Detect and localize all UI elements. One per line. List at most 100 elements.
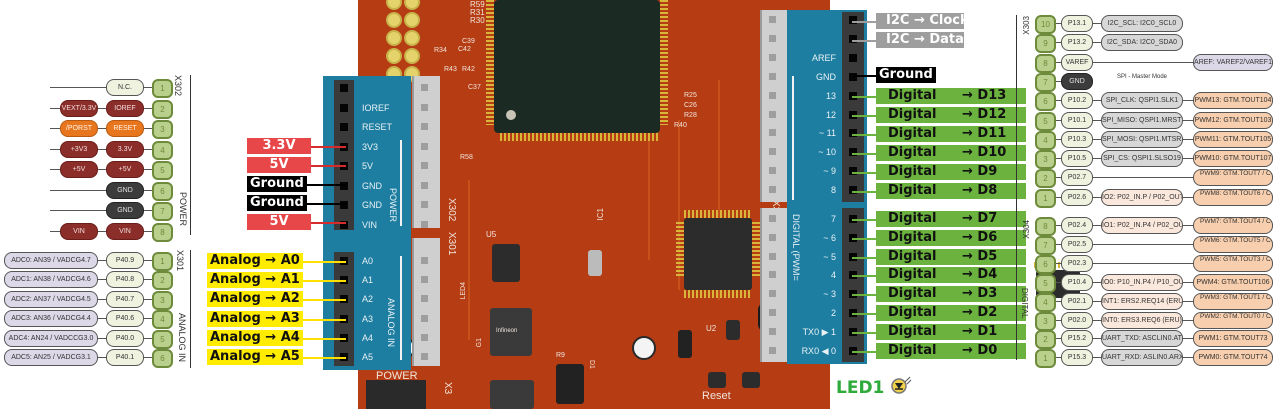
digital-callout-left: Digital <box>888 342 937 358</box>
pin-number: 10 <box>1035 15 1056 34</box>
connector-line <box>1050 177 1250 179</box>
digital-socket[interactable] <box>849 53 857 62</box>
silk-led4: LED4 <box>460 282 467 300</box>
regulator-2 <box>490 380 534 409</box>
callout-wire <box>300 280 346 283</box>
pin-function-pill: GND <box>106 202 144 219</box>
power-socket[interactable] <box>340 103 348 112</box>
digital-callout-label: Digital→ D11 <box>876 125 1026 142</box>
ic1-pins-bottom <box>684 290 752 298</box>
x304-board-header <box>760 208 788 362</box>
connector-line <box>50 189 155 191</box>
pin-number: 2 <box>1035 330 1056 350</box>
digital-callout-left: Digital <box>888 305 937 320</box>
ic1-pins-top <box>684 210 752 218</box>
digital-callout-right: → D12 <box>962 106 1007 122</box>
digital-callout-left: Digital <box>888 267 937 283</box>
callout-wire <box>300 203 346 205</box>
u1-pins <box>1034 262 1078 268</box>
port-pill: P10.1 <box>1061 111 1093 129</box>
callout-wire <box>852 331 878 334</box>
pin-number: 8 <box>152 222 173 242</box>
port-pill: P02.4 <box>1061 217 1093 234</box>
grey-socket <box>421 123 428 130</box>
silk-label: R40 <box>674 122 687 129</box>
u2-chip <box>726 320 740 340</box>
grey-socket <box>421 295 428 303</box>
digital-callout-label: Digital→ D2 <box>876 305 1026 321</box>
digital-socket[interactable] <box>849 186 857 195</box>
analog-pin-label: A2 <box>362 294 374 305</box>
function-pill: INT0: ERS3.REQ6 (ERU) <box>1101 311 1183 329</box>
power-socket[interactable] <box>340 84 348 92</box>
silk-reset: Reset <box>702 390 731 402</box>
pin-function-pill: RESET <box>106 120 144 137</box>
connector-line <box>50 230 155 232</box>
trace <box>678 120 680 290</box>
x304-connector-label: X304 <box>1022 220 1031 239</box>
d1-diode <box>556 364 584 404</box>
pin-number: 3 <box>1035 311 1056 331</box>
digital-pin-label: ~ 10 <box>818 147 836 158</box>
callout-wire <box>300 299 346 302</box>
port-pill: P10.2 <box>1061 92 1093 110</box>
analog-pin-label: A5 <box>362 352 374 362</box>
silk-label: R43 <box>444 66 457 73</box>
digital-callout-label: Digital→ D9 <box>876 163 1026 180</box>
digital-callout-label: Digital→ D0 <box>876 342 1026 359</box>
digital-callout-label: Digital→ D3 <box>876 286 1026 303</box>
digital-callout-label: Digital→ D1 <box>876 323 1026 340</box>
connector-line <box>50 87 155 88</box>
grey-socket <box>421 276 428 284</box>
grey-socket <box>421 142 428 150</box>
digital-callout-right: → D8 <box>962 182 998 198</box>
digital-callout-label: Digital→ D7 <box>876 211 1026 227</box>
silk-label: R31 <box>470 8 485 17</box>
pin-function-pill: GND <box>106 181 144 199</box>
digital-pin-label: 2 <box>830 308 836 318</box>
digital-socket[interactable] <box>849 167 857 176</box>
digital-socket[interactable] <box>849 16 857 24</box>
digital-socket[interactable] <box>849 34 857 43</box>
power-socket[interactable] <box>340 201 348 209</box>
port-pill: P02.6 <box>1061 188 1093 206</box>
pin-number: 6 <box>152 181 173 201</box>
function-pill: INT1: ERS2.REQ14 (ERU) <box>1101 292 1183 310</box>
port-pill: P40.1 <box>106 349 144 366</box>
pwm-pill: PWM0: GTM.TOUT74 <box>1193 349 1273 367</box>
digital-socket[interactable] <box>849 91 857 100</box>
digital-callout-right: → D6 <box>962 229 998 245</box>
pin-number: 2 <box>1035 169 1056 189</box>
callout-wire <box>852 275 878 278</box>
connector-line <box>50 107 155 109</box>
silk-d1: D1 <box>588 360 595 369</box>
callout-wire <box>300 261 346 263</box>
grey-socket <box>769 91 776 99</box>
analog-section-label: ANALOG IN <box>386 298 396 348</box>
power-pin-label: GND <box>362 180 382 191</box>
digital-callout-left: Digital <box>888 106 937 122</box>
power-section-label: POWER <box>388 188 398 223</box>
power-socket[interactable] <box>340 220 348 229</box>
digital-callout-right: → D10 <box>962 144 1007 160</box>
pin1-marker <box>506 110 516 120</box>
digital-callout-left: Digital <box>888 125 937 141</box>
led-diode-icon <box>891 376 912 394</box>
digital-socket[interactable] <box>849 110 857 119</box>
grey-socket <box>769 309 776 316</box>
pin-number: 4 <box>152 140 173 160</box>
power-jack[interactable] <box>366 380 426 409</box>
callout-wire <box>300 165 346 167</box>
power-callout-label: 5V <box>247 214 311 230</box>
pin-function-pill: N.C. <box>106 79 144 96</box>
pin-number: 3 <box>1035 150 1056 170</box>
grey-socket <box>769 148 776 156</box>
callout-wire <box>300 318 346 321</box>
silk-label: R42 <box>462 66 475 73</box>
callout-wire <box>852 294 878 297</box>
power-socket[interactable] <box>340 123 348 131</box>
digital-socket[interactable] <box>849 129 857 138</box>
digital-socket[interactable] <box>849 148 857 157</box>
pwm-pill: PWM9: GTM.TOUT7 / CCU60.CC61 <box>1193 169 1273 187</box>
pwm-pill: PWM2: GTM.TOUT0 / CCU60.CC60 <box>1193 311 1273 329</box>
